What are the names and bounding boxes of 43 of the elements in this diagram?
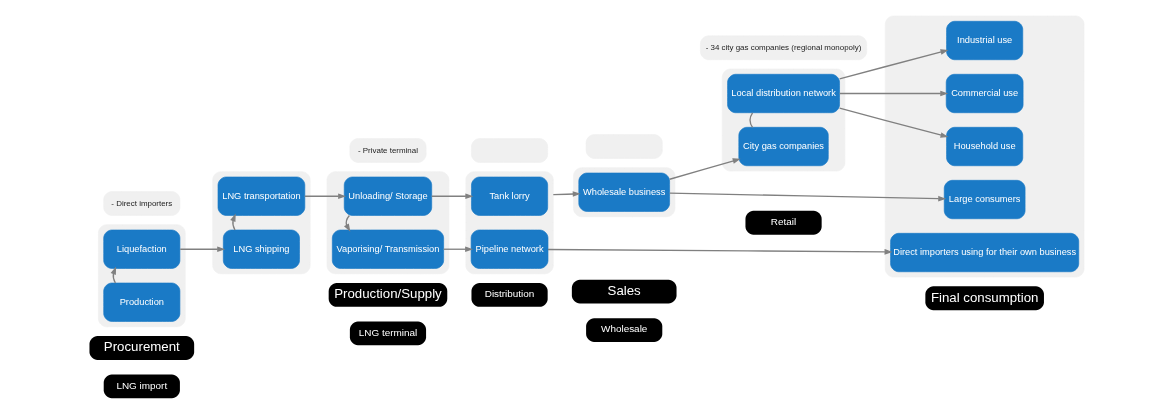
arrow (431, 193, 474, 199)
arrow (110, 266, 117, 284)
arrow (179, 246, 226, 252)
cluster (212, 171, 311, 275)
cluster (98, 224, 186, 328)
arrow (443, 246, 474, 252)
node-box: Sales (571, 279, 677, 304)
cluster (326, 171, 450, 275)
node-box: Production (103, 282, 181, 322)
arrow (668, 192, 947, 202)
arrow (552, 191, 581, 197)
node-box: Household use (946, 127, 1024, 167)
node-box: Wholesale (586, 318, 663, 342)
node-box: LNG shipping (223, 229, 300, 269)
node-box: Industrial use (946, 20, 1024, 61)
node-box: Unloading/ Storage (343, 176, 433, 216)
arrow (838, 49, 949, 80)
arrow (838, 90, 949, 97)
node-box: City gas companies (738, 127, 829, 167)
node-box: Commercial use (945, 73, 1024, 114)
arrow (838, 107, 949, 138)
arrow (230, 213, 236, 231)
node-box: Tank lorry (471, 176, 548, 216)
node-box: Pipeline network (470, 229, 549, 269)
connector (749, 112, 754, 128)
node-box: Large consumers (943, 180, 1026, 220)
arrow (669, 158, 741, 180)
arrow (547, 248, 893, 255)
arrow (304, 193, 347, 199)
node-box: Final consumption (925, 286, 1044, 311)
node-box: Direct importers using for their own business (890, 233, 1080, 273)
node-box: Vaporising/ Transmission (332, 229, 444, 269)
node-box: Procurement (89, 336, 195, 360)
node-box: Liquefaction (103, 229, 181, 269)
node-box: Production/Supply (328, 283, 448, 307)
node-box: Retail (745, 210, 822, 235)
node-box: Local distribution network (727, 73, 840, 114)
node-box: LNG transportation (217, 176, 306, 216)
node-box: Distribution (471, 283, 548, 307)
cluster (721, 68, 846, 172)
node-box: Wholesale business (578, 172, 670, 212)
node-box: LNG terminal (349, 321, 427, 346)
node-box: LNG import (103, 374, 180, 399)
